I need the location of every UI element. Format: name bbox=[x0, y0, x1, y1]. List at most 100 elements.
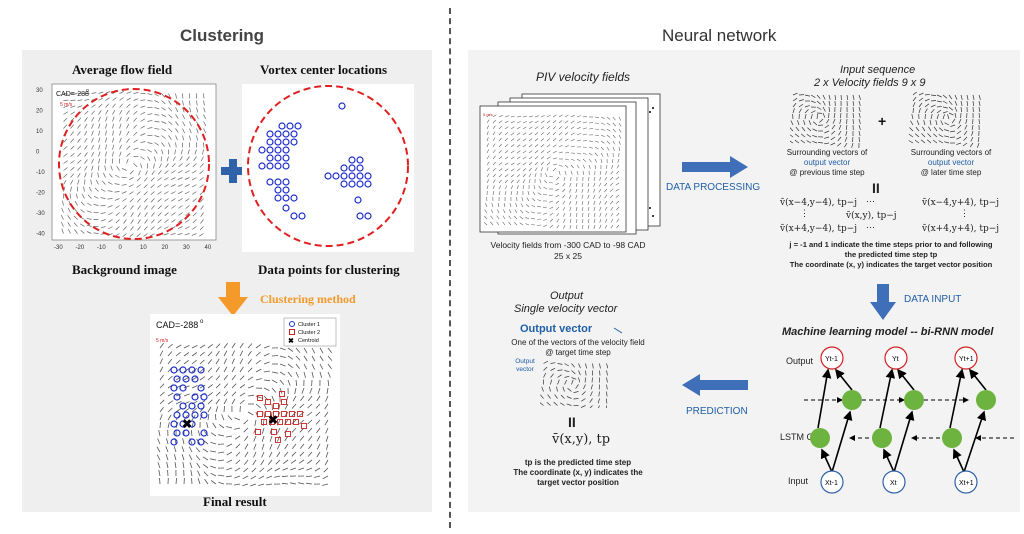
vortex-center-point bbox=[290, 212, 298, 220]
vortex-center-point bbox=[356, 156, 364, 164]
cluster-1-point bbox=[170, 384, 178, 392]
vortex-center-plot bbox=[242, 84, 414, 252]
plus-icon bbox=[221, 159, 245, 183]
cluster-2-point bbox=[265, 411, 271, 417]
vortex-center-point bbox=[356, 172, 364, 180]
j-note-3: The coordinate (x, y) indicates the targ… bbox=[789, 260, 993, 269]
vortex-center-point bbox=[258, 146, 266, 154]
vortex-center-point bbox=[290, 130, 298, 138]
vortex-center-point bbox=[282, 178, 290, 186]
x-tick-label: -30 bbox=[54, 245, 63, 251]
output-desc-2: @ target time step bbox=[545, 348, 611, 357]
seq-bottom-right: v̄(x+4,y+4), tp−j bbox=[922, 224, 1000, 234]
output-vector-arrow-icon bbox=[613, 327, 623, 334]
cluster-1-point bbox=[197, 384, 205, 392]
cluster-2-point bbox=[285, 431, 291, 437]
vortex-center-point bbox=[298, 212, 306, 220]
cluster-2-point bbox=[293, 419, 299, 425]
x-tick-label: 40 bbox=[205, 245, 212, 251]
vortex-center-point bbox=[364, 172, 372, 180]
vortex-center-point bbox=[282, 130, 290, 138]
vortex-center-point bbox=[282, 204, 290, 212]
y-tick-label: 0 bbox=[36, 150, 40, 156]
cluster-1-point bbox=[173, 393, 181, 401]
cluster-2-point bbox=[265, 399, 271, 405]
vortex-center-point bbox=[282, 162, 290, 170]
cluster-2-point bbox=[281, 399, 287, 405]
seq-middle: v̄(x,y), tp−j bbox=[846, 211, 897, 221]
equals-sign: II bbox=[872, 180, 880, 196]
surround-prev-1: Surrounding vectors of bbox=[786, 148, 868, 157]
surround-later-3: @ later time step bbox=[920, 168, 982, 177]
cluster-1-point bbox=[182, 429, 190, 437]
section-divider bbox=[449, 8, 451, 528]
background-image-label: Background image bbox=[72, 262, 177, 277]
vortex-center-point bbox=[338, 102, 346, 110]
ml-title: Machine learning model -- bi-RNN model bbox=[782, 326, 994, 338]
data-input-label: DATA INPUT bbox=[904, 294, 962, 305]
cluster-1-point bbox=[200, 429, 208, 437]
vortex-center-point bbox=[290, 138, 298, 146]
output-title-1: Output bbox=[550, 290, 584, 302]
piv-desc-2: 25 x 25 bbox=[554, 251, 582, 261]
output-node-1: Yt-1 bbox=[825, 356, 838, 363]
x-tick-label: 30 bbox=[183, 245, 190, 251]
x-tick-label: 10 bbox=[140, 245, 147, 251]
centroid-1: ✖ bbox=[182, 417, 192, 431]
y-tick-label: -40 bbox=[36, 232, 45, 238]
cluster-2-point bbox=[277, 419, 283, 425]
y-tick-label: -20 bbox=[36, 191, 45, 197]
seq-dots-bottom: ⋯ bbox=[866, 222, 875, 232]
lstm-bwd-2 bbox=[872, 428, 892, 448]
vortex-center-point bbox=[340, 180, 348, 188]
lstm-fwd-2 bbox=[904, 390, 924, 410]
seq-vdots-right: ⋮ bbox=[960, 208, 969, 218]
cluster-2-point bbox=[281, 411, 287, 417]
y-tick-label: 20 bbox=[36, 109, 43, 115]
input-title-1: Input sequence bbox=[840, 64, 916, 76]
centroid-2: ✖ bbox=[268, 413, 278, 427]
vortex-center-point bbox=[364, 212, 372, 220]
surround-prev-3: @ previous time step bbox=[789, 168, 865, 177]
vortex-center-point bbox=[266, 146, 274, 154]
svg-text:5 m/s: 5 m/s bbox=[483, 112, 493, 117]
vortex-center-point bbox=[356, 164, 364, 172]
lstm-bwd-3 bbox=[942, 428, 962, 448]
cluster-1-point bbox=[200, 411, 208, 419]
vortex-center-point bbox=[332, 172, 340, 180]
vortex-center-point bbox=[274, 146, 282, 154]
vortex-center-point bbox=[274, 162, 282, 170]
x-tick-label: -20 bbox=[76, 245, 85, 251]
cluster-1-point bbox=[200, 393, 208, 401]
cluster-2-point bbox=[289, 411, 295, 417]
vortex-center-point bbox=[282, 194, 290, 202]
cluster-2-point bbox=[257, 395, 263, 401]
cluster-1-point bbox=[170, 420, 178, 428]
coord-note-2: target vector position bbox=[537, 478, 619, 487]
cluster-1-point bbox=[188, 402, 196, 410]
scale-label: 5 m/s bbox=[60, 102, 73, 108]
cluster-2-point bbox=[261, 419, 267, 425]
vortex-center-point bbox=[286, 122, 294, 130]
cluster-2-point bbox=[255, 429, 261, 435]
cluster-1-point bbox=[188, 366, 196, 374]
cluster-1-point bbox=[197, 438, 205, 446]
cad-label: CAD=-288 bbox=[56, 91, 89, 98]
y-tick-label: -10 bbox=[36, 170, 45, 176]
cluster-1-point bbox=[191, 375, 199, 383]
lstm-bwd-1 bbox=[810, 428, 830, 448]
seq-top-right: v̄(x−4,y+4), tp−j bbox=[922, 198, 1000, 208]
cluster-2-point bbox=[257, 411, 263, 417]
vortex-label: Vortex center locations bbox=[260, 62, 388, 77]
final-cad-degree: o bbox=[200, 319, 204, 325]
piv-label: PIV velocity fields bbox=[536, 70, 631, 84]
output-title-2: Single velocity vector bbox=[514, 303, 618, 315]
vortex-center-point bbox=[274, 138, 282, 146]
legend-cluster-2: Cluster 2 bbox=[298, 330, 320, 336]
output-vector-small-label: Output vector bbox=[515, 358, 535, 373]
legend-box bbox=[283, 317, 337, 347]
y-tick-label: 30 bbox=[36, 88, 43, 94]
cluster-1-point bbox=[188, 420, 196, 428]
j-note-1: j = -1 and 1 indicate the time steps pri… bbox=[789, 240, 993, 249]
vortex-center-point bbox=[348, 156, 356, 164]
